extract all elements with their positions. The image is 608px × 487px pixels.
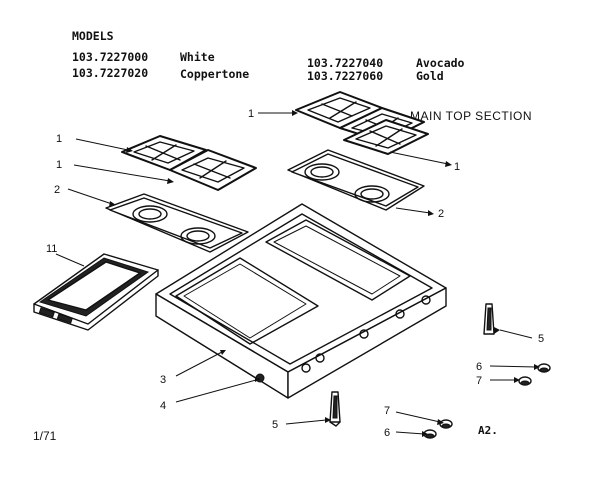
callout-clip-lower: 7 [384, 405, 390, 417]
callout-knob-lower: 6 [384, 427, 390, 439]
knob-upper [537, 363, 551, 373]
models-heading: MODELS [72, 29, 114, 43]
callout-knob-upper: 6 [476, 361, 482, 373]
burner-box-left [105, 193, 249, 253]
arrowheads [109, 110, 540, 437]
model-color-4: Gold [416, 69, 444, 83]
bracket-right [483, 303, 495, 335]
callout-bracket-left: 5 [272, 419, 278, 431]
callout-grate-top: 1 [248, 108, 254, 120]
knob-lower [423, 429, 437, 439]
clip-upper [518, 376, 532, 386]
model-color-3: Coppertone [180, 67, 249, 81]
callout-bracket-right: 5 [538, 333, 544, 345]
model-color-1: White [180, 50, 215, 64]
footer-date: 1/71 [33, 429, 57, 443]
leader-lines [55, 112, 537, 435]
bracket-left [329, 391, 341, 427]
callout-burner-box-right: 2 [438, 208, 444, 220]
model-number-1: 103.7227000 [72, 50, 148, 64]
panel-part [33, 253, 159, 331]
main-top [155, 203, 447, 399]
clip-lower [439, 419, 453, 429]
callout-screw: 4 [160, 400, 166, 412]
model-color-2: Avocado [416, 56, 465, 70]
callout-grate-right: 1 [454, 161, 460, 173]
callout-panel: 11 [46, 243, 57, 255]
callout-clip-upper: 7 [476, 375, 482, 387]
burner-box-right [287, 149, 425, 211]
callout-burner-box-left: 2 [54, 184, 60, 196]
footer-page-code: A2. [478, 424, 498, 437]
model-number-3: 103.7227020 [72, 66, 148, 80]
model-number-4: 103.7227060 [307, 69, 383, 83]
callout-grate-left-b: 1 [56, 159, 62, 171]
callout-grate-left-a: 1 [56, 133, 62, 145]
section-title: MAIN TOP SECTION [410, 109, 532, 123]
grate-left [121, 135, 257, 191]
grate-top-right [295, 91, 429, 155]
callout-main-top: 3 [160, 374, 166, 386]
model-number-2: 103.7227040 [307, 56, 383, 70]
